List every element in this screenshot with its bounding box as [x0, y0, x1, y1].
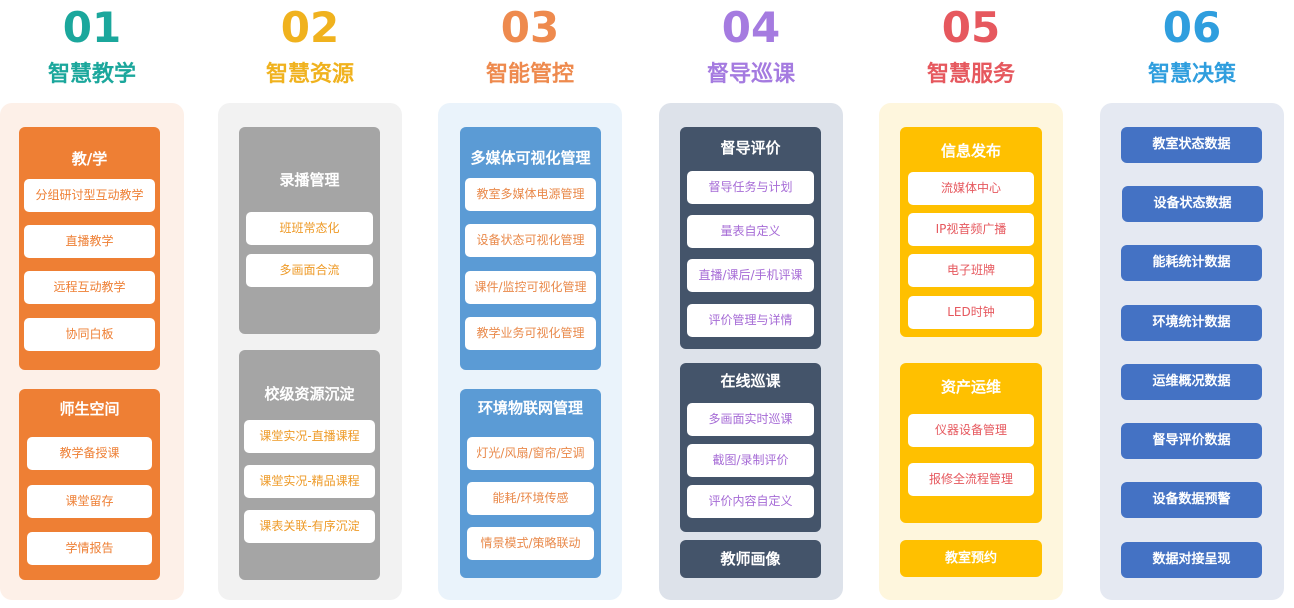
item-pill[interactable]: 教学业务可视化管理 — [465, 317, 596, 350]
item-pill[interactable]: 截图/录制评价 — [687, 444, 814, 477]
column-smart-control: 03 智能管控 多媒体可视化管理 教室多媒体电源管理 设备状态可视化管理 课件/… — [438, 0, 622, 608]
column-title: 智慧教学 — [47, 62, 136, 87]
group-title: 校级资源沉淀 — [264, 385, 355, 403]
column-supervision-patrol: 04 督导巡课 督导评价 督导任务与计划 量表自定义 直播/课后/手机评课 评价… — [659, 0, 843, 608]
group-title: 录播管理 — [279, 171, 340, 189]
data-button[interactable]: 能耗统计数据 — [1121, 245, 1262, 281]
group-title: 师生空间 — [59, 400, 120, 418]
column-title: 智能管控 — [485, 62, 574, 87]
item-pill[interactable]: 课堂留存 — [27, 485, 152, 518]
group-teacher-student-space: 师生空间 教学备授课 课堂留存 学情报告 — [19, 389, 160, 580]
item-pill[interactable]: 量表自定义 — [687, 215, 814, 248]
item-pill[interactable]: 教室多媒体电源管理 — [465, 178, 596, 211]
group-asset-operation: 资产运维 仪器设备管理 报修全流程管理 — [900, 363, 1042, 523]
column-number: 06 — [1162, 3, 1222, 52]
group-multimedia-visual-management: 多媒体可视化管理 教室多媒体电源管理 设备状态可视化管理 课件/监控可视化管理 … — [460, 127, 601, 370]
item-pill[interactable]: 多画面合流 — [246, 254, 373, 287]
item-pill[interactable]: 灯光/风扇/窗帘/空调 — [467, 437, 594, 470]
classroom-booking-block[interactable]: 教室预约 — [900, 540, 1042, 577]
item-pill[interactable]: 督导任务与计划 — [687, 171, 814, 204]
data-button[interactable]: 环境统计数据 — [1121, 305, 1262, 341]
group-school-resource-deposit: 校级资源沉淀 课堂实况-直播课程 课堂实况-精品课程 课表关联-有序沉淀 — [239, 350, 380, 580]
column-panel — [1100, 103, 1284, 600]
column-title: 智慧决策 — [1147, 62, 1236, 87]
item-pill[interactable]: 直播/课后/手机评课 — [687, 259, 814, 292]
item-pill[interactable]: 仪器设备管理 — [908, 414, 1034, 447]
group-title: 督导评价 — [720, 139, 781, 157]
item-pill[interactable]: 班班常态化 — [246, 212, 373, 245]
group-title: 资产运维 — [940, 378, 1001, 396]
data-button[interactable]: 设备数据预警 — [1121, 482, 1262, 518]
item-pill[interactable]: 学情报告 — [27, 532, 152, 565]
item-pill[interactable]: 设备状态可视化管理 — [465, 224, 596, 257]
item-pill[interactable]: IP视音频广播 — [908, 213, 1034, 246]
group-recording-management: 录播管理 班班常态化 多画面合流 — [239, 127, 380, 334]
group-information-release: 信息发布 流媒体中心 IP视音频广播 电子班牌 LED时钟 — [900, 127, 1042, 337]
item-pill[interactable]: 协同白板 — [24, 318, 155, 351]
column-number: 02 — [280, 3, 340, 52]
group-online-patrol: 在线巡课 多画面实时巡课 截图/录制评价 评价内容自定义 — [680, 363, 821, 532]
item-pill[interactable]: LED时钟 — [908, 296, 1034, 329]
item-pill[interactable]: 流媒体中心 — [908, 172, 1034, 205]
data-button[interactable]: 设备状态数据 — [1122, 186, 1263, 222]
column-smart-service: 05 智慧服务 信息发布 流媒体中心 IP视音频广播 电子班牌 LED时钟 资产… — [879, 0, 1063, 608]
item-pill[interactable]: 评价管理与详情 — [687, 304, 814, 337]
column-number: 05 — [941, 3, 1001, 52]
item-pill[interactable]: 情景模式/策略联动 — [467, 527, 594, 560]
column-smart-resources: 02 智慧资源 录播管理 班班常态化 多画面合流 校级资源沉淀 课堂实况-直播课… — [218, 0, 402, 608]
group-title: 信息发布 — [940, 142, 1001, 160]
group-title: 在线巡课 — [720, 372, 781, 390]
group-title: 教/学 — [71, 150, 108, 168]
item-pill[interactable]: 电子班牌 — [908, 254, 1034, 287]
item-pill[interactable]: 多画面实时巡课 — [687, 403, 814, 436]
column-title: 督导巡课 — [706, 62, 795, 87]
item-pill[interactable]: 课堂实况-直播课程 — [244, 420, 375, 453]
item-pill[interactable]: 分组研讨型互动教学 — [24, 179, 155, 212]
data-button[interactable]: 数据对接呈现 — [1121, 542, 1262, 578]
group-supervision-evaluation: 督导评价 督导任务与计划 量表自定义 直播/课后/手机评课 评价管理与详情 — [680, 127, 821, 349]
data-button[interactable]: 督导评价数据 — [1121, 423, 1262, 459]
column-title: 智慧服务 — [926, 62, 1015, 87]
data-button[interactable]: 运维概况数据 — [1121, 364, 1262, 400]
item-pill[interactable]: 能耗/环境传感 — [467, 482, 594, 515]
item-pill[interactable]: 报修全流程管理 — [908, 463, 1034, 496]
column-number: 01 — [62, 3, 122, 52]
group-title: 环境物联网管理 — [477, 399, 583, 417]
item-pill[interactable]: 课堂实况-精品课程 — [244, 465, 375, 498]
data-button[interactable]: 教室状态数据 — [1121, 127, 1262, 163]
column-smart-teaching: 01 智慧教学 教/学 分组研讨型互动教学 直播教学 远程互动教学 协同白板 师… — [0, 0, 184, 608]
column-number: 03 — [500, 3, 560, 52]
item-pill[interactable]: 远程互动教学 — [24, 271, 155, 304]
item-pill[interactable]: 课表关联-有序沉淀 — [244, 510, 375, 543]
column-title: 智慧资源 — [265, 62, 354, 87]
group-environment-iot-management: 环境物联网管理 灯光/风扇/窗帘/空调 能耗/环境传感 情景模式/策略联动 — [460, 389, 601, 578]
column-number: 04 — [721, 3, 781, 52]
teacher-profile-block[interactable]: 教师画像 — [680, 540, 821, 578]
group-title: 多媒体可视化管理 — [470, 149, 591, 167]
item-pill[interactable]: 直播教学 — [24, 225, 155, 258]
item-pill[interactable]: 教学备授课 — [27, 437, 152, 470]
group-teach-learn: 教/学 分组研讨型互动教学 直播教学 远程互动教学 协同白板 — [19, 127, 160, 370]
item-pill[interactable]: 评价内容自定义 — [687, 485, 814, 518]
item-pill[interactable]: 课件/监控可视化管理 — [465, 271, 596, 304]
column-smart-decision: 06 智慧决策 教室状态数据 设备状态数据 能耗统计数据 环境统计数据 运维概况… — [1100, 0, 1284, 608]
